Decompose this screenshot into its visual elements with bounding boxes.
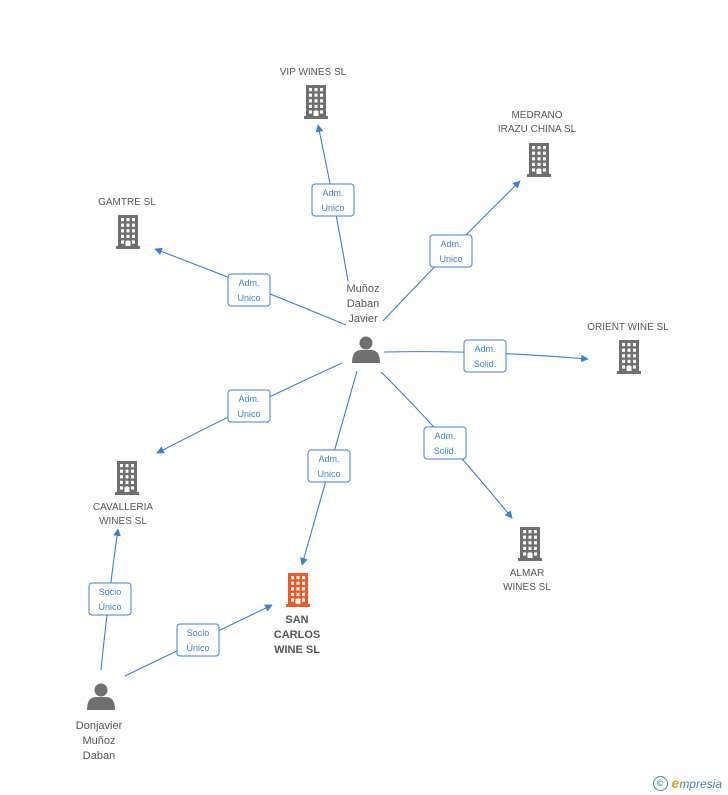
edge-munoz-to-almar: Adm. Solid.: [380, 371, 513, 519]
edge-label-line: Adm.: [318, 454, 339, 464]
node-label: WINES SL: [99, 516, 147, 527]
node-label: Daban: [347, 298, 379, 310]
building-icon: [116, 215, 140, 249]
edge-munoz-to-gamtre: Adm. Unico: [154, 247, 347, 326]
edge-munoz-to-sancarlos: Adm. Unico: [300, 370, 358, 566]
node-label: VIP WINES SL: [280, 67, 347, 78]
edge-label-line: Adm.: [434, 431, 455, 441]
edge-label-line: Socio: [99, 587, 122, 597]
edge-label-line: Unico: [317, 469, 340, 479]
edges-layer: Adm.UnicoAdm.UnicoAdm.UnicoAdm.Solid.Adm…: [88, 124, 589, 677]
node-label: GAMTRE SL: [98, 197, 156, 208]
node-cavalleria[interactable]: CAVALLERIA WINES SL: [93, 461, 154, 527]
footer: © empresia: [652, 775, 722, 791]
node-label: Daban: [83, 750, 115, 762]
edge-label-line: Adm.: [238, 394, 259, 404]
node-vip[interactable]: VIP WINES SL: [280, 67, 347, 119]
node-label: IRAZU CHINA SL: [498, 124, 577, 135]
edge-label-line: Adm.: [238, 278, 259, 288]
edge-label-box[interactable]: [311, 183, 355, 217]
brand-initial: e: [671, 775, 680, 791]
node-label: ORIENT WINE SL: [587, 322, 669, 333]
node-almar[interactable]: ALMAR WINES SL: [503, 527, 551, 593]
node-label: Muñoz: [82, 735, 115, 747]
edge-label-line: Solid.: [434, 446, 457, 456]
edge-munoz-to-vip: Adm. Unico: [311, 124, 355, 282]
edge-label-box[interactable]: [429, 234, 473, 268]
building-icon: [617, 340, 641, 374]
building-icon: [115, 461, 139, 495]
edge-label-line: Único: [186, 643, 209, 653]
edge-label-line: Unico: [321, 203, 344, 213]
edge-label-box[interactable]: [227, 273, 271, 307]
brand-name: mpresia: [679, 777, 722, 791]
node-medrano[interactable]: MEDRANO IRAZU CHINA SL: [498, 110, 577, 177]
edge-munoz-to-medrano: Adm. Unico: [382, 180, 521, 322]
edge-label-line: Unico: [237, 293, 260, 303]
node-label: CAVALLERIA: [93, 502, 154, 513]
nodes-layer: VIP WINES SL MEDRANO IRAZU CHINA SL GAMTRE …: [76, 67, 669, 762]
edge-label-box[interactable]: [463, 339, 507, 373]
edge-label-box[interactable]: [88, 582, 132, 616]
building-icon: [304, 85, 328, 119]
edge-munoz-to-orient: Adm. Solid.: [383, 339, 589, 373]
node-label: Muñoz: [346, 283, 379, 295]
node-label: ALMAR: [510, 568, 544, 579]
node-gamtre[interactable]: GAMTRE SL: [98, 197, 156, 249]
building-icon: [527, 143, 551, 177]
edge-label-box[interactable]: [227, 389, 271, 423]
node-label: SAN: [285, 614, 308, 626]
person-icon: [87, 683, 115, 710]
node-label: Donjavier: [76, 720, 123, 732]
edge-label-box[interactable]: [307, 449, 351, 483]
node-label: WINE SL: [274, 644, 320, 656]
copyright-icon: ©: [652, 775, 668, 791]
edge-munoz-to-cavalleria: Adm. Unico: [156, 362, 343, 454]
node-sancarlos[interactable]: SAN CARLOS WINE SL: [274, 573, 320, 656]
node-label: CARLOS: [274, 629, 320, 641]
node-orient[interactable]: ORIENT WINE SL: [587, 322, 669, 374]
edge-label-box[interactable]: [176, 623, 220, 657]
edge-label-line: Único: [98, 602, 121, 612]
node-label: MEDRANO: [511, 110, 562, 121]
edge-label-line: Solid.: [474, 359, 497, 369]
building-icon: [286, 573, 310, 607]
edge-label-line: Adm.: [322, 188, 343, 198]
node-label: Javier: [348, 313, 378, 325]
edge-label-line: Unico: [237, 409, 260, 419]
edge-label-line: Unico: [439, 254, 462, 264]
edge-label-line: Adm.: [474, 344, 495, 354]
edge-label-line: Adm.: [440, 239, 461, 249]
person-icon: [352, 336, 380, 363]
brand-logo[interactable]: empresia: [672, 775, 722, 791]
edge-label-box[interactable]: [423, 426, 467, 460]
node-label: WINES SL: [503, 582, 551, 593]
building-icon: [518, 527, 542, 561]
edge-label-line: Socio: [187, 628, 210, 638]
